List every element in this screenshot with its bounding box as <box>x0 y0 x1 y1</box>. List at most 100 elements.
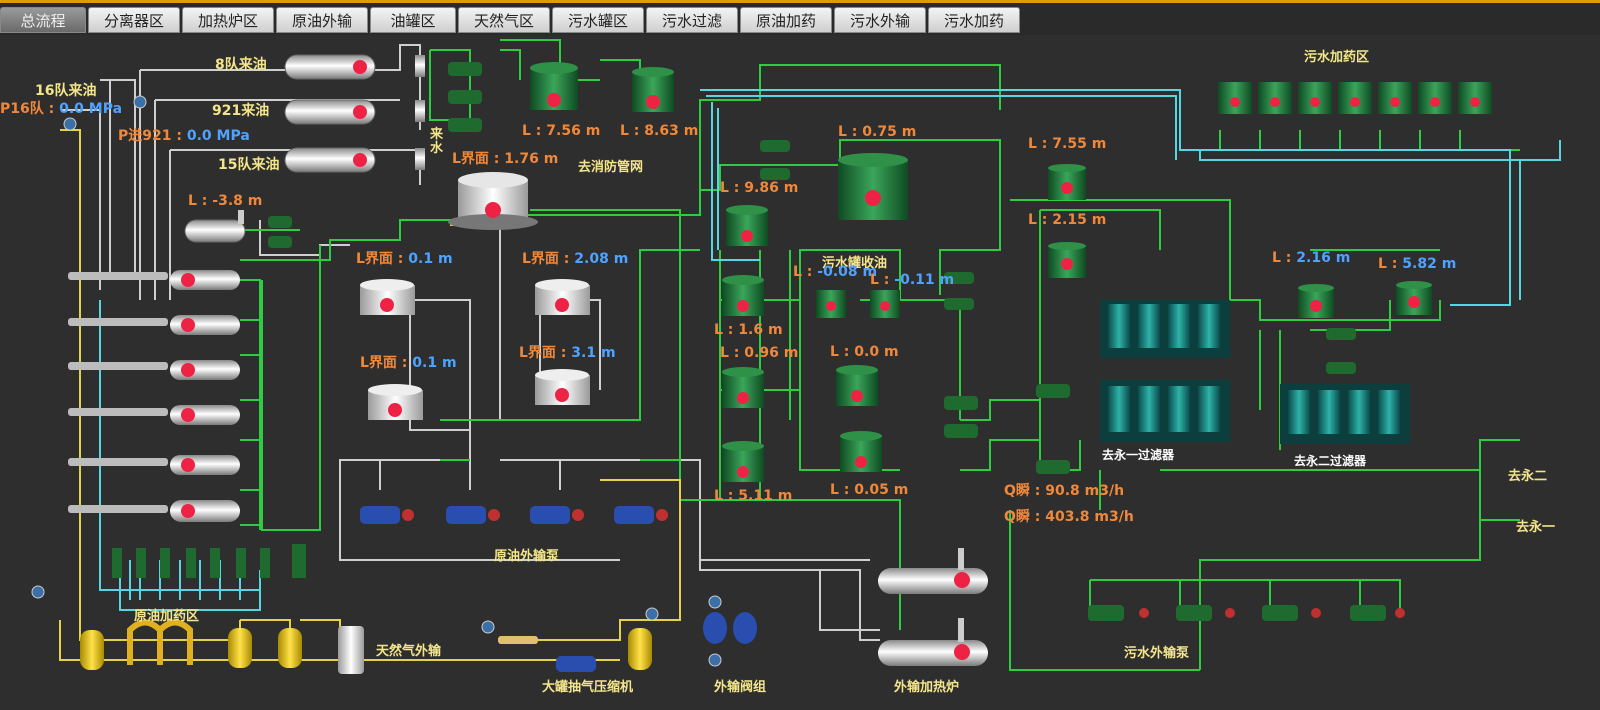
level-tank-a: L : 7.56 m <box>522 123 601 139</box>
tab-oil-tank[interactable]: 油罐区 <box>370 7 456 33</box>
separator-inlet-3 <box>284 147 376 173</box>
crude-pump-label: 原油外输泵 <box>494 549 560 564</box>
water-tanks-top <box>530 62 674 112</box>
sewage-dosing-label: 污水加药区 <box>1304 50 1370 65</box>
level-oil3: L界面 : 3.1 m <box>519 345 616 361</box>
level-f-216: L : 2.16 m <box>1272 250 1351 266</box>
tab-bar: 总流程 分离器区 加热炉区 原油外输 油罐区 天然气区 污水罐区 污水过滤 原油… <box>0 0 1600 35</box>
tab-sewage-export[interactable]: 污水外输 <box>834 7 926 33</box>
sewage-tank-005 <box>840 431 882 472</box>
pipelines <box>59 39 1561 671</box>
tab-crude-export[interactable]: 原油外输 <box>276 7 368 33</box>
oil-tanks <box>360 279 590 420</box>
level-oil2: L界面 : 2.08 m <box>522 251 629 267</box>
export-heater-label: 外输加热炉 <box>894 680 960 695</box>
oil-tank-4 <box>360 279 415 315</box>
manifolds <box>68 272 168 513</box>
dosing-tank-1 <box>1218 82 1252 114</box>
level-oil5: L界面 : 0.1 m <box>360 355 457 371</box>
level-f-582: L : 5.82 m <box>1378 256 1457 272</box>
sewage-dosing-tanks <box>1218 82 1492 114</box>
crude-dosing-label: 原油加药区 <box>134 609 200 624</box>
source-label-16: 16队来油 <box>35 83 97 99</box>
heater-3 <box>170 360 240 380</box>
heater-4 <box>170 405 240 425</box>
flow-q2: Q瞬 : 403.8 m3/h <box>1004 509 1134 525</box>
tab-sewage-filter[interactable]: 污水过滤 <box>646 7 738 33</box>
level-sw-recov2: L : -0.11 m <box>870 272 955 288</box>
dosing-tank-4 <box>1338 82 1372 114</box>
level-f-755: L : 7.55 m <box>1028 136 1107 152</box>
filter-feed-tanks <box>1048 164 1432 318</box>
sewage-tank-096 <box>722 367 764 408</box>
level-sw-recov1: L : -0.08 m <box>793 264 878 280</box>
settling-tank-main <box>448 172 538 230</box>
source-label-8: 8队来油 <box>215 57 267 73</box>
heater-1 <box>170 270 240 290</box>
filter-bank-1-bottom <box>1100 380 1230 442</box>
to-yong2-label: 去永二 <box>1508 469 1548 484</box>
gas-vessels <box>80 619 652 674</box>
sewage-tank-big <box>838 153 908 220</box>
sewage-tank-511 <box>722 441 764 482</box>
sewage-tank-00 <box>836 365 878 406</box>
dosing-tank-7 <box>1458 82 1492 114</box>
separator-inlet-2 <box>284 99 376 125</box>
pressure-921: P进921 : 0.0 MPa <box>118 128 250 144</box>
pressure-gauges <box>31 95 722 667</box>
level-f-215: L : 2.15 m <box>1028 212 1107 228</box>
compressor-label: 大罐抽气压缩机 <box>542 680 634 695</box>
fire-net-label: 去消防管网 <box>578 160 644 175</box>
inlet-separators <box>284 54 425 173</box>
level-sw-005: L : 0.05 m <box>830 482 909 498</box>
buffer-separator <box>184 210 246 243</box>
heater-furnaces <box>170 270 240 522</box>
export-valve-label: 外输阀组 <box>714 680 767 695</box>
recovery-tank-2 <box>870 290 900 318</box>
level-sw-00: L : 0.0 m <box>830 344 899 360</box>
separator-inlet-1 <box>284 54 376 80</box>
tab-sewage-tank[interactable]: 污水罐区 <box>552 7 644 33</box>
source-label-921: 921来油 <box>212 103 270 119</box>
tab-separator[interactable]: 分离器区 <box>88 7 180 33</box>
export-heater-2 <box>878 618 988 666</box>
to-yong1-label: 去永一 <box>1516 520 1556 535</box>
level-sw-096: L : 0.96 m <box>720 345 799 361</box>
filter2-label: 去永二过滤器 <box>1294 454 1367 468</box>
dosing-tank-6 <box>1418 82 1452 114</box>
level-sw-top: L : 0.75 m <box>838 124 917 140</box>
level-sw-511: L : 5.11 m <box>714 488 793 504</box>
dosing-tank-2 <box>1258 82 1292 114</box>
tab-crude-dosing[interactable]: 原油加药 <box>740 7 832 33</box>
oil-tank-3 <box>535 369 590 405</box>
feed-tank-216 <box>1298 284 1334 318</box>
level-tank-b: L : 8.63 m <box>620 123 699 139</box>
export-heaters <box>878 548 988 666</box>
level-oil4: L界面 : 0.1 m <box>356 251 453 267</box>
feed-tank-755 <box>1048 164 1086 200</box>
sewage-tank-986 <box>726 205 768 246</box>
water-in-label: 来水 <box>430 127 444 156</box>
water-tank-b <box>632 67 674 112</box>
export-heater-1 <box>878 548 988 594</box>
level-separator: L : -3.8 m <box>188 193 263 209</box>
source-label-15: 15队来油 <box>218 157 280 173</box>
feed-tank-582 <box>1396 281 1432 315</box>
tab-gas[interactable]: 天然气区 <box>458 7 550 33</box>
flow-q1: Q瞬 : 90.8 m3/h <box>1004 483 1125 499</box>
sewage-pump-label: 污水外输泵 <box>1124 646 1190 661</box>
feed-tank-215 <box>1048 242 1086 278</box>
tab-heater[interactable]: 加热炉区 <box>182 7 274 33</box>
sewage-recovery-label: 污水罐收油 <box>822 256 888 271</box>
process-diagram <box>31 39 1561 674</box>
sewage-tank-16 <box>722 275 764 316</box>
tab-sewage-dosing[interactable]: 污水加药 <box>928 7 1020 33</box>
filter-bank-2 <box>1280 384 1410 444</box>
dosing-tank-5 <box>1378 82 1412 114</box>
oil-tank-2 <box>535 279 590 315</box>
recovery-tank-1 <box>816 290 846 318</box>
heater-5 <box>170 455 240 475</box>
level-big-tank: L界面 : 1.76 m <box>452 151 559 167</box>
tab-overview[interactable]: 总流程 <box>0 7 86 33</box>
level-sw-9: L : 9.86 m <box>720 180 799 196</box>
